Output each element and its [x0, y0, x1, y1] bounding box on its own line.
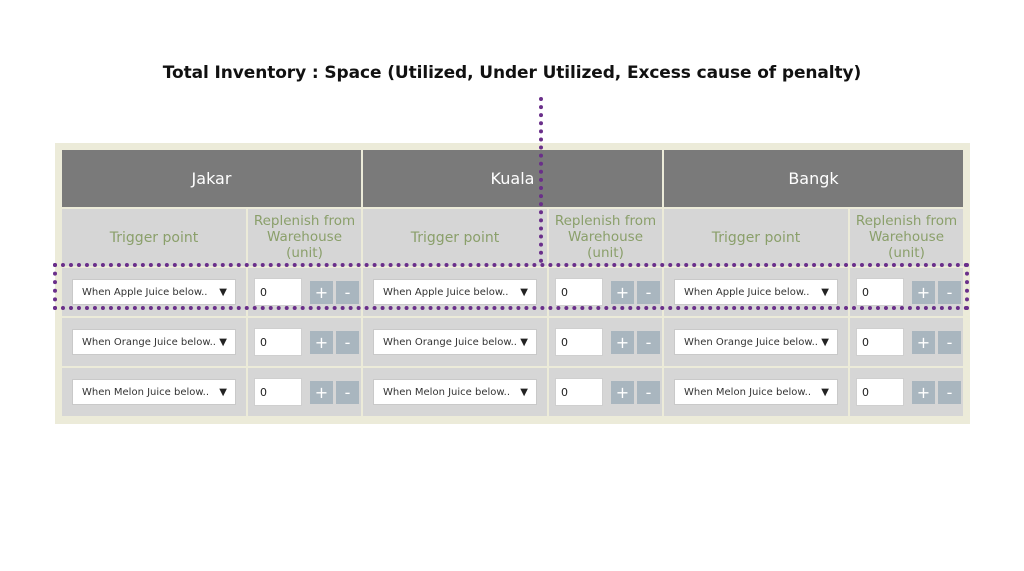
minus-button[interactable]: -	[938, 380, 961, 404]
city-header-bangk: Bangk	[664, 150, 963, 207]
trigger-cell: When Melon Juice below.. ▼	[62, 368, 246, 416]
quantity-input[interactable]: 0	[254, 278, 302, 306]
quantity-input[interactable]: 0	[856, 278, 904, 306]
trigger-point-header: Trigger point	[664, 209, 848, 266]
caret-down-icon: ▼	[520, 386, 528, 398]
replenish-cell: 0 + -	[850, 268, 963, 316]
trigger-select[interactable]: When Orange Juice below..▼	[674, 329, 838, 355]
minus-button[interactable]: -	[938, 330, 961, 354]
plus-button[interactable]: +	[310, 330, 333, 354]
trigger-select-value: When Apple Juice below..	[684, 286, 810, 298]
caret-down-icon: ▼	[821, 336, 829, 348]
trigger-select[interactable]: When Orange Juice below..▼	[373, 329, 537, 355]
minus-button[interactable]: -	[336, 330, 359, 354]
trigger-select[interactable]: When Orange Juice below..▼	[72, 329, 236, 355]
trigger-select[interactable]: When Apple Juice below.. ▼	[674, 279, 838, 305]
trigger-select-value: When Orange Juice below..	[684, 336, 818, 348]
trigger-select[interactable]: When Melon Juice below.. ▼	[373, 379, 537, 405]
plus-button[interactable]: +	[310, 380, 333, 404]
trigger-select-value: When Apple Juice below..	[82, 286, 208, 298]
quantity-input[interactable]: 0	[856, 378, 904, 406]
replenish-cell: 0 + -	[549, 368, 662, 416]
replenish-cell: 0 + -	[850, 318, 963, 366]
caret-down-icon: ▼	[821, 286, 829, 298]
trigger-cell: When Orange Juice below..▼	[664, 318, 848, 366]
caret-down-icon: ▼	[219, 386, 227, 398]
quantity-input[interactable]: 0	[856, 328, 904, 356]
replenish-cell: 0 + -	[850, 368, 963, 416]
plus-button[interactable]: +	[611, 330, 634, 354]
trigger-cell: When Orange Juice below..▼	[62, 318, 246, 366]
caret-down-icon: ▼	[219, 286, 227, 298]
trigger-select[interactable]: When Melon Juice below.. ▼	[72, 379, 236, 405]
trigger-select-value: When Orange Juice below..	[383, 336, 517, 348]
trigger-cell: When Apple Juice below.. ▼	[664, 268, 848, 316]
plus-button[interactable]: +	[912, 280, 935, 304]
quantity-input[interactable]: 0	[555, 378, 603, 406]
replenish-cell: 0 + -	[248, 318, 361, 366]
trigger-cell: When Orange Juice below..▼	[363, 318, 547, 366]
plus-button[interactable]: +	[912, 330, 935, 354]
plus-button[interactable]: +	[611, 280, 634, 304]
minus-button[interactable]: -	[637, 380, 660, 404]
replenish-cell: 0 + -	[248, 268, 361, 316]
trigger-select-value: When Melon Juice below..	[82, 386, 209, 398]
replenish-header: Replenish from Warehouse (unit)	[248, 209, 361, 266]
trigger-cell: When Apple Juice below.. ▼	[62, 268, 246, 316]
quantity-input[interactable]: 0	[555, 278, 603, 306]
replenish-cell: 0 + -	[248, 368, 361, 416]
quantity-input[interactable]: 0	[555, 328, 603, 356]
trigger-select-value: When Apple Juice below..	[383, 286, 509, 298]
trigger-point-header: Trigger point	[62, 209, 246, 266]
city-header-jakar: Jakar	[62, 150, 361, 207]
plus-button[interactable]: +	[611, 380, 634, 404]
trigger-point-header: Trigger point	[363, 209, 547, 266]
trigger-cell: When Melon Juice below.. ▼	[363, 368, 547, 416]
trigger-cell: When Melon Juice below.. ▼	[664, 368, 848, 416]
minus-button[interactable]: -	[637, 330, 660, 354]
plus-button[interactable]: +	[912, 380, 935, 404]
replenish-cell: 0 + -	[549, 318, 662, 366]
minus-button[interactable]: -	[938, 280, 961, 304]
replenish-header: Replenish from Warehouse (unit)	[549, 209, 662, 266]
page-title: Total Inventory : Space (Utilized, Under…	[162, 63, 862, 83]
minus-button[interactable]: -	[637, 280, 660, 304]
trigger-select-value: When Orange Juice below..	[82, 336, 216, 348]
city-header-kuala: Kuala	[363, 150, 662, 207]
trigger-cell: When Apple Juice below.. ▼	[363, 268, 547, 316]
plus-button[interactable]: +	[310, 280, 333, 304]
minus-button[interactable]: -	[336, 280, 359, 304]
trigger-select[interactable]: When Melon Juice below.. ▼	[674, 379, 838, 405]
caret-down-icon: ▼	[821, 386, 829, 398]
replenish-cell: 0 + -	[549, 268, 662, 316]
trigger-select-value: When Melon Juice below..	[383, 386, 510, 398]
replenish-header: Replenish from Warehouse (unit)	[850, 209, 963, 266]
minus-button[interactable]: -	[336, 380, 359, 404]
quantity-input[interactable]: 0	[254, 378, 302, 406]
trigger-select-value: When Melon Juice below..	[684, 386, 811, 398]
inventory-table: Jakar Kuala Bangk Trigger point Replenis…	[62, 150, 963, 416]
quantity-input[interactable]: 0	[254, 328, 302, 356]
caret-down-icon: ▼	[520, 336, 528, 348]
trigger-select[interactable]: When Apple Juice below.. ▼	[373, 279, 537, 305]
trigger-select[interactable]: When Apple Juice below.. ▼	[72, 279, 236, 305]
caret-down-icon: ▼	[520, 286, 528, 298]
caret-down-icon: ▼	[219, 336, 227, 348]
